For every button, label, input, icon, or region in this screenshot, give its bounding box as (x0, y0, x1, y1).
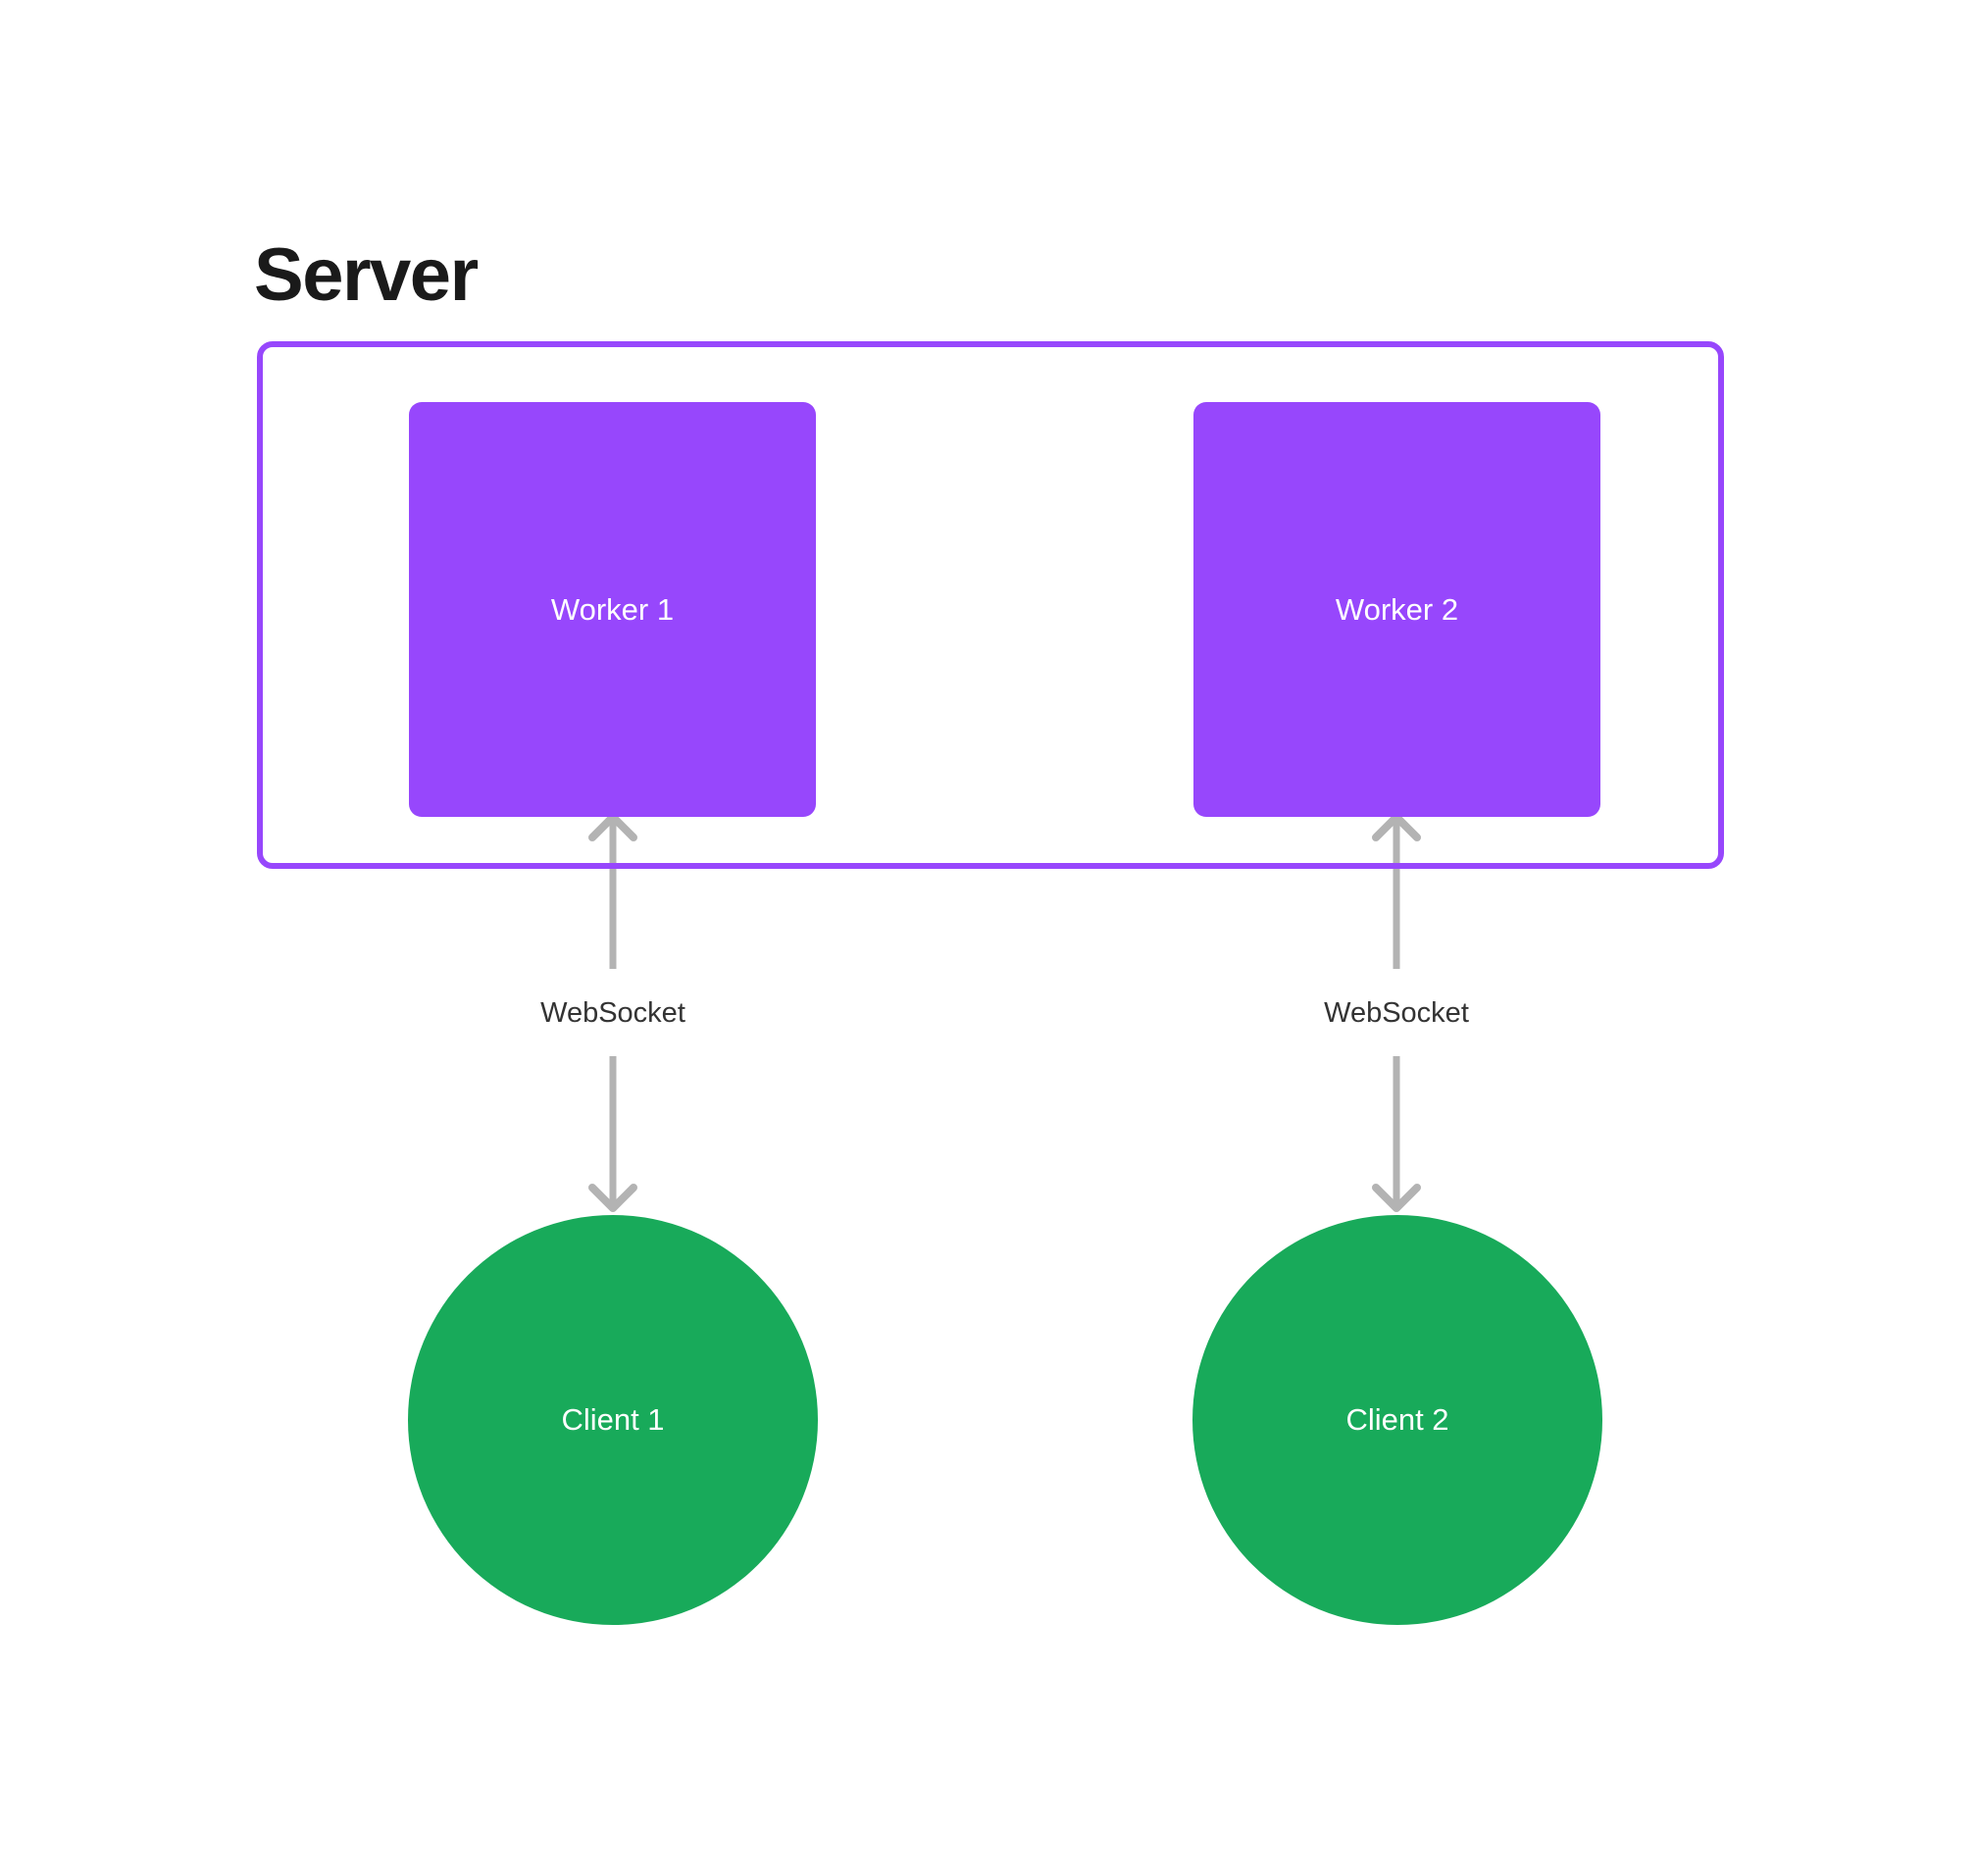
client-2-node: Client 2 (1192, 1215, 1602, 1625)
server-title: Server (254, 233, 479, 317)
worker-2-node: Worker 2 (1193, 402, 1600, 817)
arrow-up-icon (1372, 813, 1421, 841)
worker-1-node: Worker 1 (409, 402, 816, 817)
worker-1-label: Worker 1 (550, 591, 675, 627)
websocket-arrow-1 double-arrow-icon (588, 813, 637, 1212)
arrow-down-icon (588, 1184, 637, 1212)
websocket-arrow-2 double-arrow-icon (1372, 813, 1421, 1212)
websocket-label-1: WebSocket (540, 997, 685, 1029)
client-2-label: Client 2 (1345, 1402, 1449, 1437)
client-1-node: Client 1 (408, 1215, 818, 1625)
worker-2-label: Worker 2 (1335, 591, 1459, 627)
arrow-down-icon (1372, 1184, 1421, 1212)
server-container: Worker 1 Worker 2 (257, 341, 1724, 869)
arrow-up-icon (588, 813, 637, 841)
websocket-label-2: WebSocket (1324, 997, 1469, 1029)
client-1-label: Client 1 (561, 1402, 665, 1437)
